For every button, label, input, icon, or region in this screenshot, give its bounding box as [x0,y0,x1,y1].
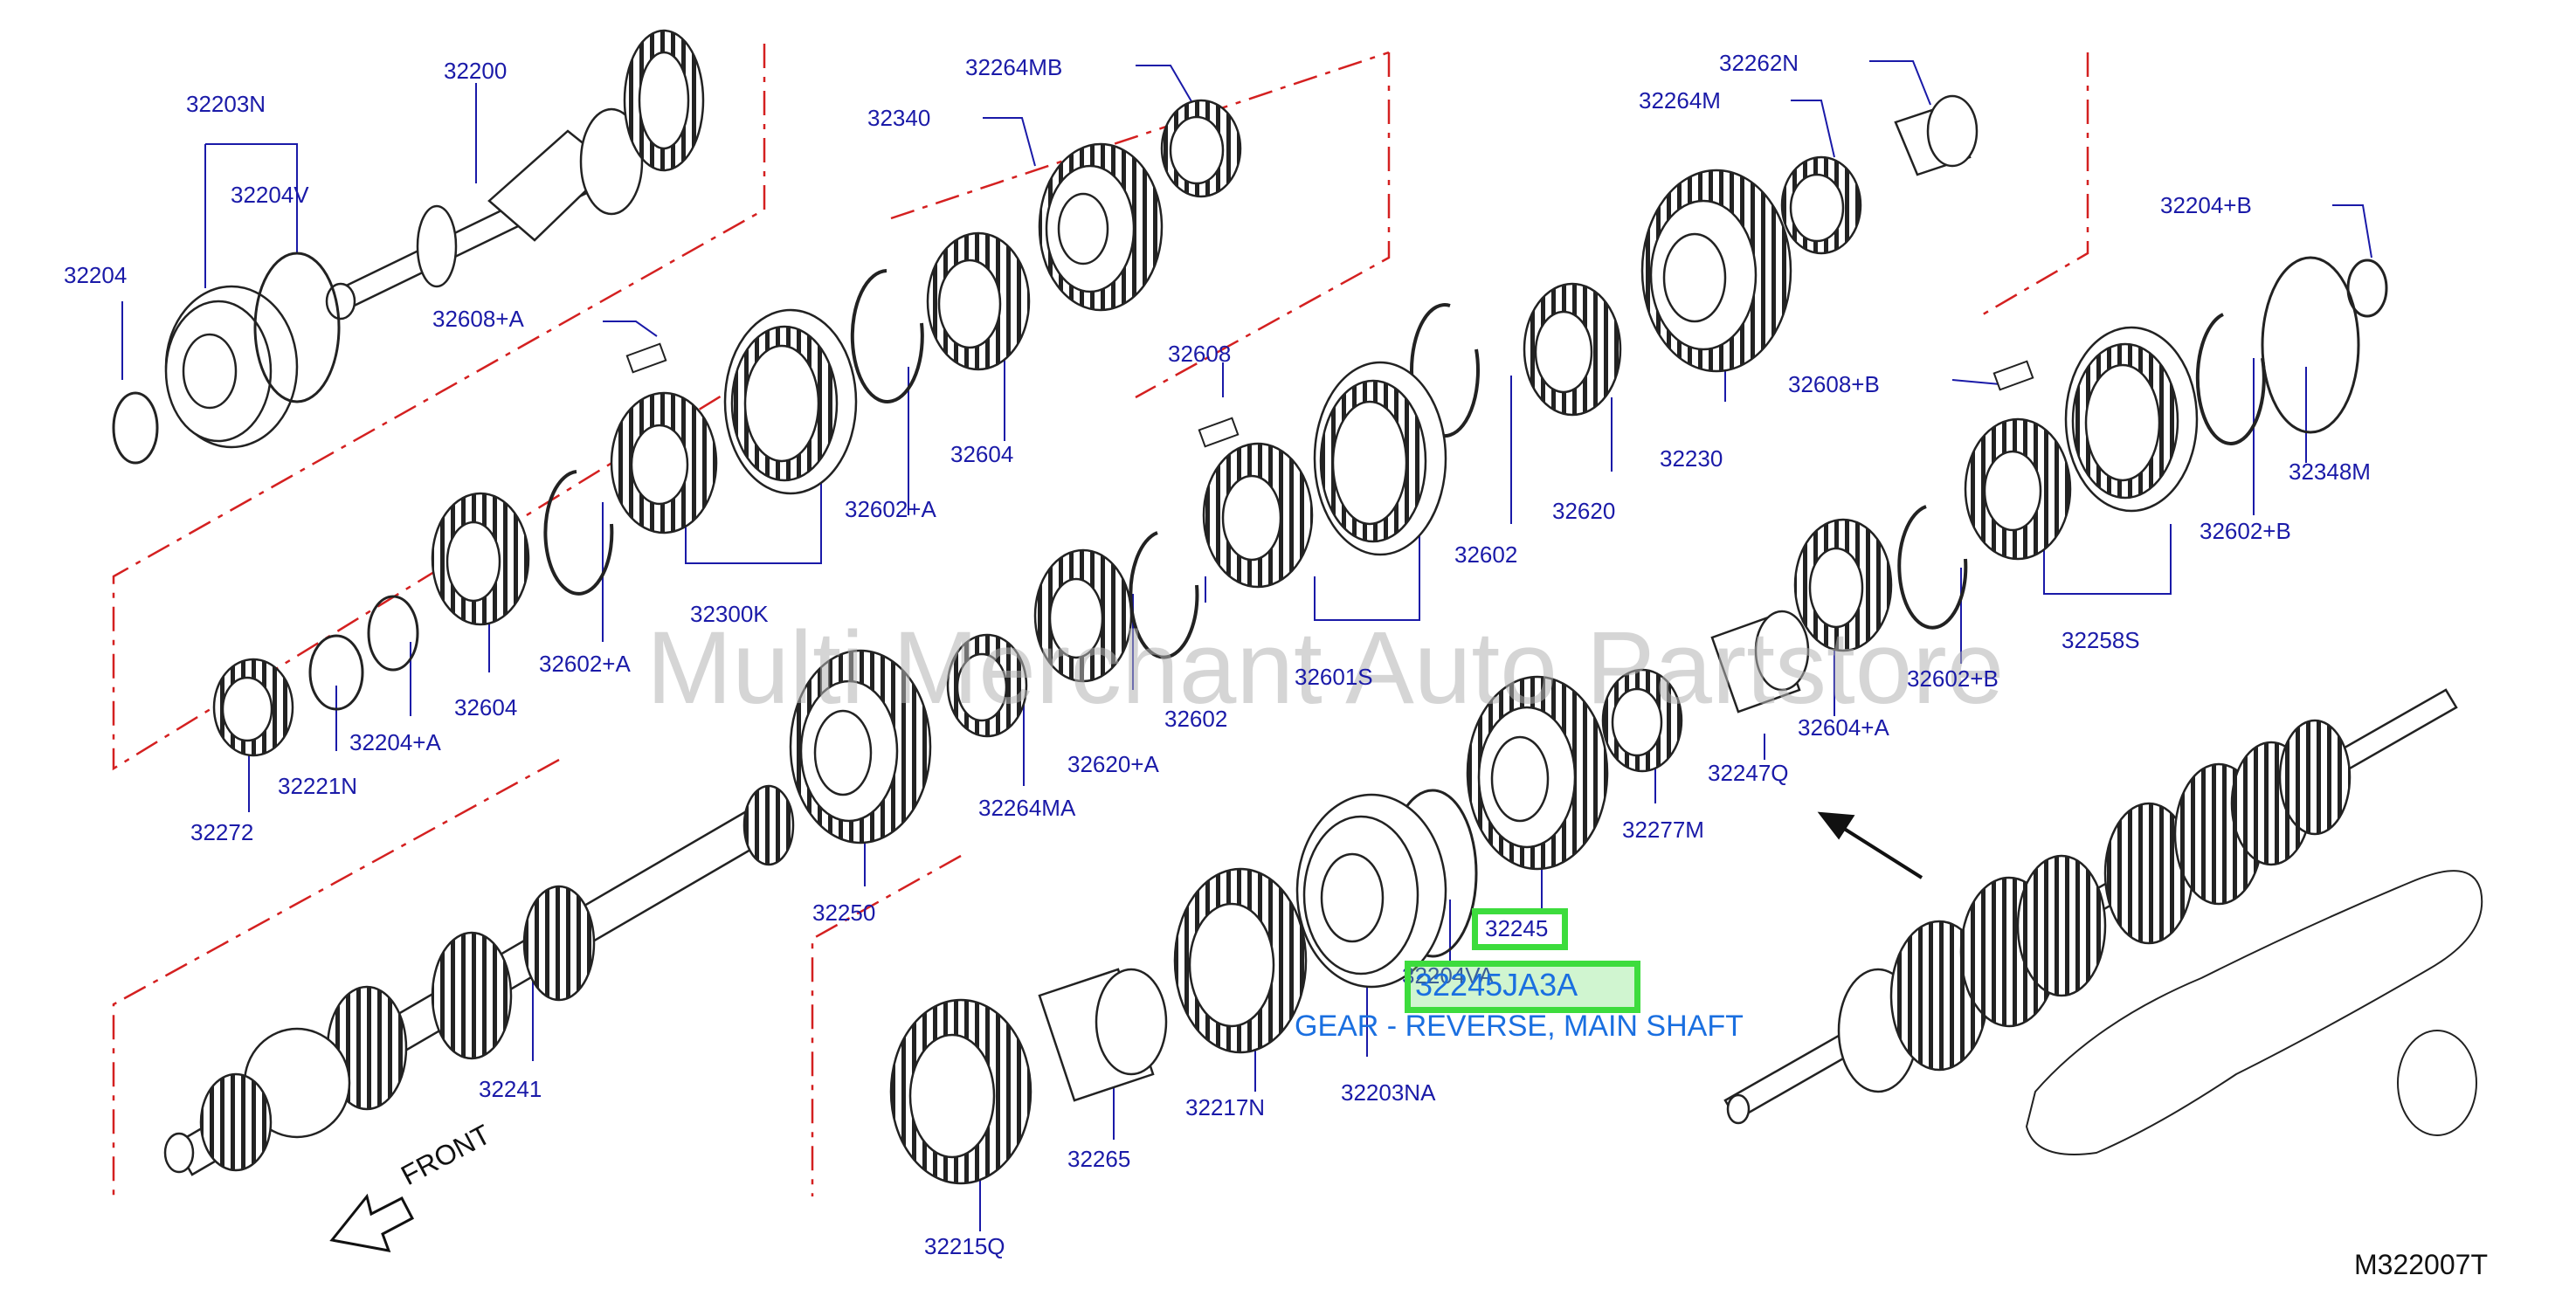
part-label-32602B-lower[interactable]: 32602+B [1907,665,1999,692]
part-label-32215Q[interactable]: 32215Q [924,1233,1005,1259]
part-label-32221N[interactable]: 32221N [278,773,358,799]
synchro-ring-32620 [1523,282,1622,417]
part-label-32264MA[interactable]: 32264MA [978,795,1076,821]
gear-32245-reverse [1466,675,1609,871]
highlighted-part-number[interactable]: 32245JA3A [1415,967,1578,1003]
part-label-32241[interactable]: 32241 [479,1076,542,1102]
needle-bearing-32277M [1601,668,1683,773]
synchro-ring-32604A [1793,518,1893,652]
part-description: GEAR - REVERSE, MAIN SHAFT [1295,1010,1744,1043]
part-label-32602A-lower[interactable]: 32602+A [539,651,631,677]
part-label-32348M[interactable]: 32348M [2289,458,2371,485]
coupling-sleeve-32258S [2064,326,2199,513]
hub-32258S [1964,417,2072,561]
snap-ring-32602B-top [2195,313,2266,445]
part-label-32262N[interactable]: 32262N [1719,50,1799,76]
needle-bearing-32264MB [1160,99,1242,198]
part-label-32620A[interactable]: 32620+A [1067,751,1159,777]
part-label-32602B-upper[interactable]: 32602+B [2200,518,2291,544]
part-label-32247Q[interactable]: 32247Q [1708,760,1789,786]
hub-32300K [610,391,718,534]
part-label-32608B[interactable]: 32608+B [1788,371,1880,397]
part-label-32200[interactable]: 32200 [444,58,508,84]
needle-bearing-32272 [212,658,294,757]
coupling-sleeve-32601S [1313,361,1447,556]
needle-bearing-32264MA [946,633,1028,738]
dashed-boundaries [112,44,2089,1196]
input-shaft-32200 [325,29,705,321]
snap-ring-32602-low [1129,531,1199,659]
part-label-32264MB[interactable]: 32264MB [965,54,1063,80]
coupling-sleeve-32300K [723,308,858,495]
part-label-32203N[interactable]: 32203N [186,91,266,117]
sleeve-32265 [1038,968,1168,1102]
needle-bearing-32264M [1780,155,1862,255]
rings-32204A-32221N [308,595,419,711]
part-label-32264M[interactable]: 32264M [1639,87,1721,114]
part-label-32204V[interactable]: 32204V [231,182,309,208]
part-label-32204[interactable]: 32204 [64,262,128,288]
part-label-32340[interactable]: 32340 [867,105,931,131]
assembled-shaft-view [1723,688,2458,1125]
gear-32340 [1038,142,1164,312]
gear-32250 [789,649,932,844]
snap-rings-top [112,252,341,465]
part-label-32204A[interactable]: 32204+A [349,729,441,755]
snap-ring-32602B-low [1897,505,1968,630]
gear-32217N [1173,867,1308,1054]
assembly-arrow-icon [1817,811,1923,879]
part-label-32265[interactable]: 32265 [1067,1146,1131,1172]
main-shaft-32241 [163,784,795,1176]
highlight-box-part-number [1405,961,1640,1013]
part-label-32272[interactable]: 32272 [190,819,254,845]
part-label-32258S[interactable]: 32258S [2061,627,2140,653]
part-label-32250[interactable]: 32250 [812,900,876,926]
part-label-32604-upper[interactable]: 32604 [950,441,1014,467]
part-label-32602A-upper[interactable]: 32602+A [845,496,936,522]
bearing-32203NA [1295,793,1447,989]
snap-ring-32602A-low [543,470,614,596]
synchro-ring-32604 [926,231,1031,371]
part-label-32602-upper[interactable]: 32602 [1454,541,1518,568]
snap-ring-32602A-top [850,269,924,403]
part-label-32608A[interactable]: 32608+A [432,306,524,332]
part-label-32204VA[interactable]: 32204VA [1402,962,1495,989]
front-arrow-icon [329,1193,415,1252]
synchro-ring-32620A [1033,548,1133,683]
part-label-32620[interactable]: 32620 [1552,498,1616,524]
part-label-32230[interactable]: 32230 [1660,445,1723,472]
countershaft-outline [2025,870,2483,1155]
synchro-ring-32604-low [431,492,530,626]
part-label-32601S[interactable]: 32601S [1295,664,1373,690]
diagram-code: M322007T [2354,1249,2488,1280]
part-label-32604-lower[interactable]: 32604 [454,694,518,720]
part-label-32604A[interactable]: 32604+A [1798,714,1889,741]
insert-keys [625,342,2034,448]
gear-32215Q [889,998,1032,1185]
gear-32230 [1640,169,1792,373]
hub-32601S [1202,442,1314,589]
part-label-32277M[interactable]: 32277M [1622,817,1704,843]
part-label-32245[interactable]: 32245 [1485,915,1549,941]
sleeve-32247Q [1710,610,1810,713]
part-label-32300K[interactable]: 32300K [690,601,769,627]
sleeve-32262N [1894,94,1979,176]
part-label-32602-lower[interactable]: 32602 [1164,706,1228,732]
highlight-box-32245 [1472,908,1568,950]
rings-32204B-32348M [2261,256,2388,434]
part-label-32203NA[interactable]: 32203NA [1341,1079,1436,1106]
part-label-32608[interactable]: 32608 [1168,341,1232,367]
bearing-32203N [164,285,299,449]
part-label-32217N[interactable]: 32217N [1185,1094,1266,1120]
part-label-32204B[interactable]: 32204+B [2160,192,2252,218]
